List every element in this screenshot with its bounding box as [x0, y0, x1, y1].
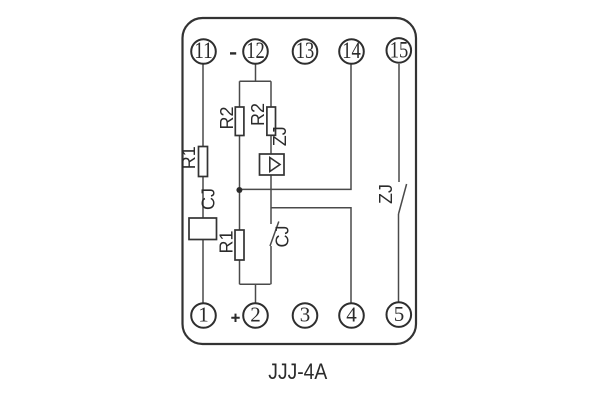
svg-text:14: 14 — [342, 38, 361, 63]
svg-text:2: 2 — [250, 302, 261, 326]
svg-text:R1: R1 — [217, 230, 237, 253]
svg-text:JJJ-4A: JJJ-4A — [268, 359, 327, 384]
svg-text:R2: R2 — [248, 103, 268, 126]
svg-text:15: 15 — [390, 38, 409, 63]
svg-text:13: 13 — [296, 38, 315, 63]
svg-text:CJ: CJ — [272, 226, 292, 248]
svg-text:R2: R2 — [217, 106, 237, 129]
svg-text:1: 1 — [198, 302, 209, 326]
svg-text:5: 5 — [394, 302, 405, 326]
svg-text:R1: R1 — [179, 146, 199, 169]
svg-text:ZJ: ZJ — [270, 126, 290, 146]
svg-text:12: 12 — [246, 38, 265, 63]
svg-text:ZJ: ZJ — [376, 184, 396, 204]
svg-text:3: 3 — [300, 302, 311, 326]
svg-text:4: 4 — [346, 302, 357, 326]
svg-text:CJ: CJ — [199, 188, 219, 210]
svg-text:11: 11 — [194, 38, 213, 63]
